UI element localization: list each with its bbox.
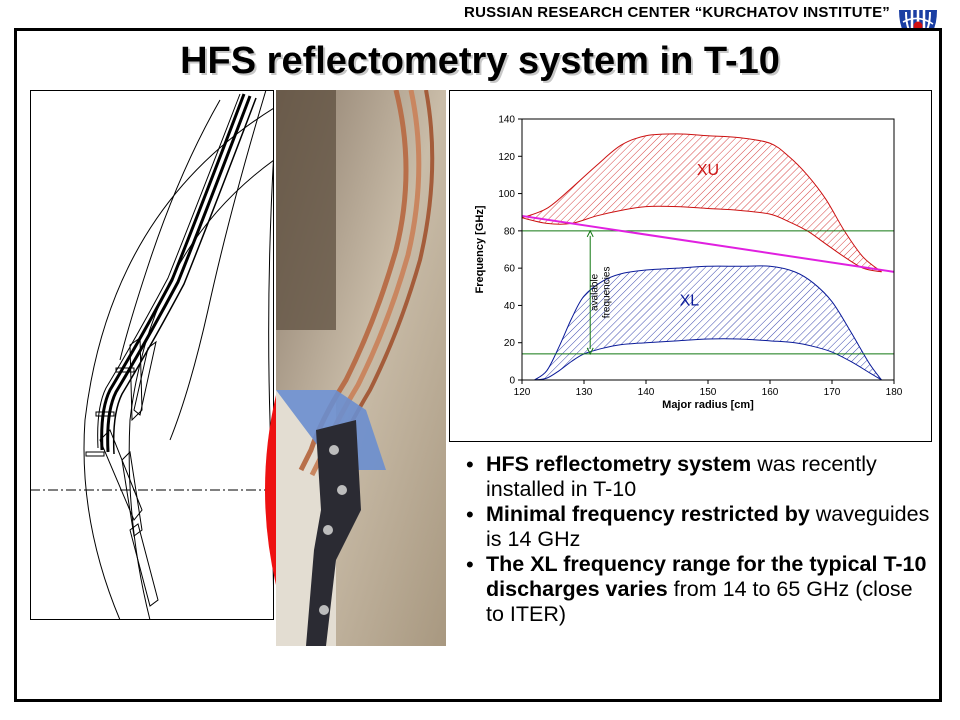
y-tick-label: 60 bbox=[504, 264, 516, 275]
bullet-bold-text: HFS reflectometry system bbox=[486, 452, 752, 476]
organization-header: RUSSIAN RESEARCH CENTER “KURCHATOV INSTI… bbox=[464, 4, 890, 21]
frequency-chart-svg: 120 130 140 150 160 170 180 0 20 40 60 80 100 120 140M… bbox=[474, 115, 903, 412]
bullet-text: waveguides is 14 GHz bbox=[486, 502, 930, 551]
x-tick-label: 160 bbox=[762, 387, 779, 398]
y-tick-label: 80 bbox=[504, 226, 516, 237]
x-tick-label: 150 bbox=[700, 387, 717, 398]
y-axis-label: Frequency [GHz] bbox=[474, 205, 486, 293]
y-tick-label: 100 bbox=[498, 189, 515, 200]
series-lower-curve-xl bbox=[534, 338, 882, 381]
series-upper-curve-xu bbox=[521, 133, 882, 273]
arrow-head-top bbox=[586, 229, 594, 238]
bullet-item: Minimal frequency restricted by waveguid… bbox=[464, 502, 934, 552]
series-label-xl: XL bbox=[680, 292, 700, 309]
y-tick-label: 140 bbox=[498, 115, 515, 126]
y-tick-label: 120 bbox=[498, 152, 515, 163]
annotation-line: frequencies bbox=[601, 267, 612, 319]
bullet-text: was recently installed in T-10 bbox=[486, 452, 877, 501]
x-axis-label: Major radius [cm] bbox=[662, 399, 754, 411]
series-upper-curve-xl bbox=[534, 265, 883, 381]
series-label-xu: XU bbox=[697, 162, 719, 179]
plot-area: 120 130 140 150 160 170 180 0 20 40 60 80 100 120 140M… bbox=[474, 115, 903, 412]
x-tick-label: 130 bbox=[576, 387, 593, 398]
bullet-item: The XL frequency range for the typical T… bbox=[464, 552, 934, 627]
series-band-xl bbox=[534, 265, 882, 380]
annotation-line: avalable bbox=[589, 273, 600, 311]
y-tick-label: 0 bbox=[509, 376, 515, 387]
slide-title: HFS reflectometry system in T-10 bbox=[180, 40, 780, 82]
bullet-item: HFS reflectometry system was recently in… bbox=[464, 452, 934, 502]
bullet-bold-text: Minimal frequency restricted by bbox=[486, 502, 810, 526]
x-tick-label: 180 bbox=[886, 387, 903, 398]
tokamak-cross-section-drawing bbox=[30, 90, 274, 620]
x-tick-label: 120 bbox=[514, 387, 531, 398]
plasma-edge-arc bbox=[265, 395, 276, 585]
y-tick-label: 40 bbox=[504, 301, 516, 312]
y-tick-label: 20 bbox=[504, 338, 516, 349]
cutoff-line bbox=[521, 214, 895, 273]
waveguide-photo bbox=[276, 90, 446, 646]
series-lower-curve-xu bbox=[521, 205, 882, 273]
bullet-text: from 14 to 65 GHz (close to ITER) bbox=[486, 577, 913, 626]
arrow-head-bottom bbox=[586, 347, 594, 356]
bullet-list: HFS reflectometry system was recently in… bbox=[464, 452, 934, 627]
bullet-bold-text: The XL frequency range for the typical T… bbox=[486, 552, 927, 601]
available-frequencies-label: avalablefrequencies bbox=[589, 267, 612, 319]
x-tick-label: 170 bbox=[824, 387, 841, 398]
x-tick-label: 140 bbox=[638, 387, 655, 398]
series-band-xu bbox=[522, 133, 882, 272]
